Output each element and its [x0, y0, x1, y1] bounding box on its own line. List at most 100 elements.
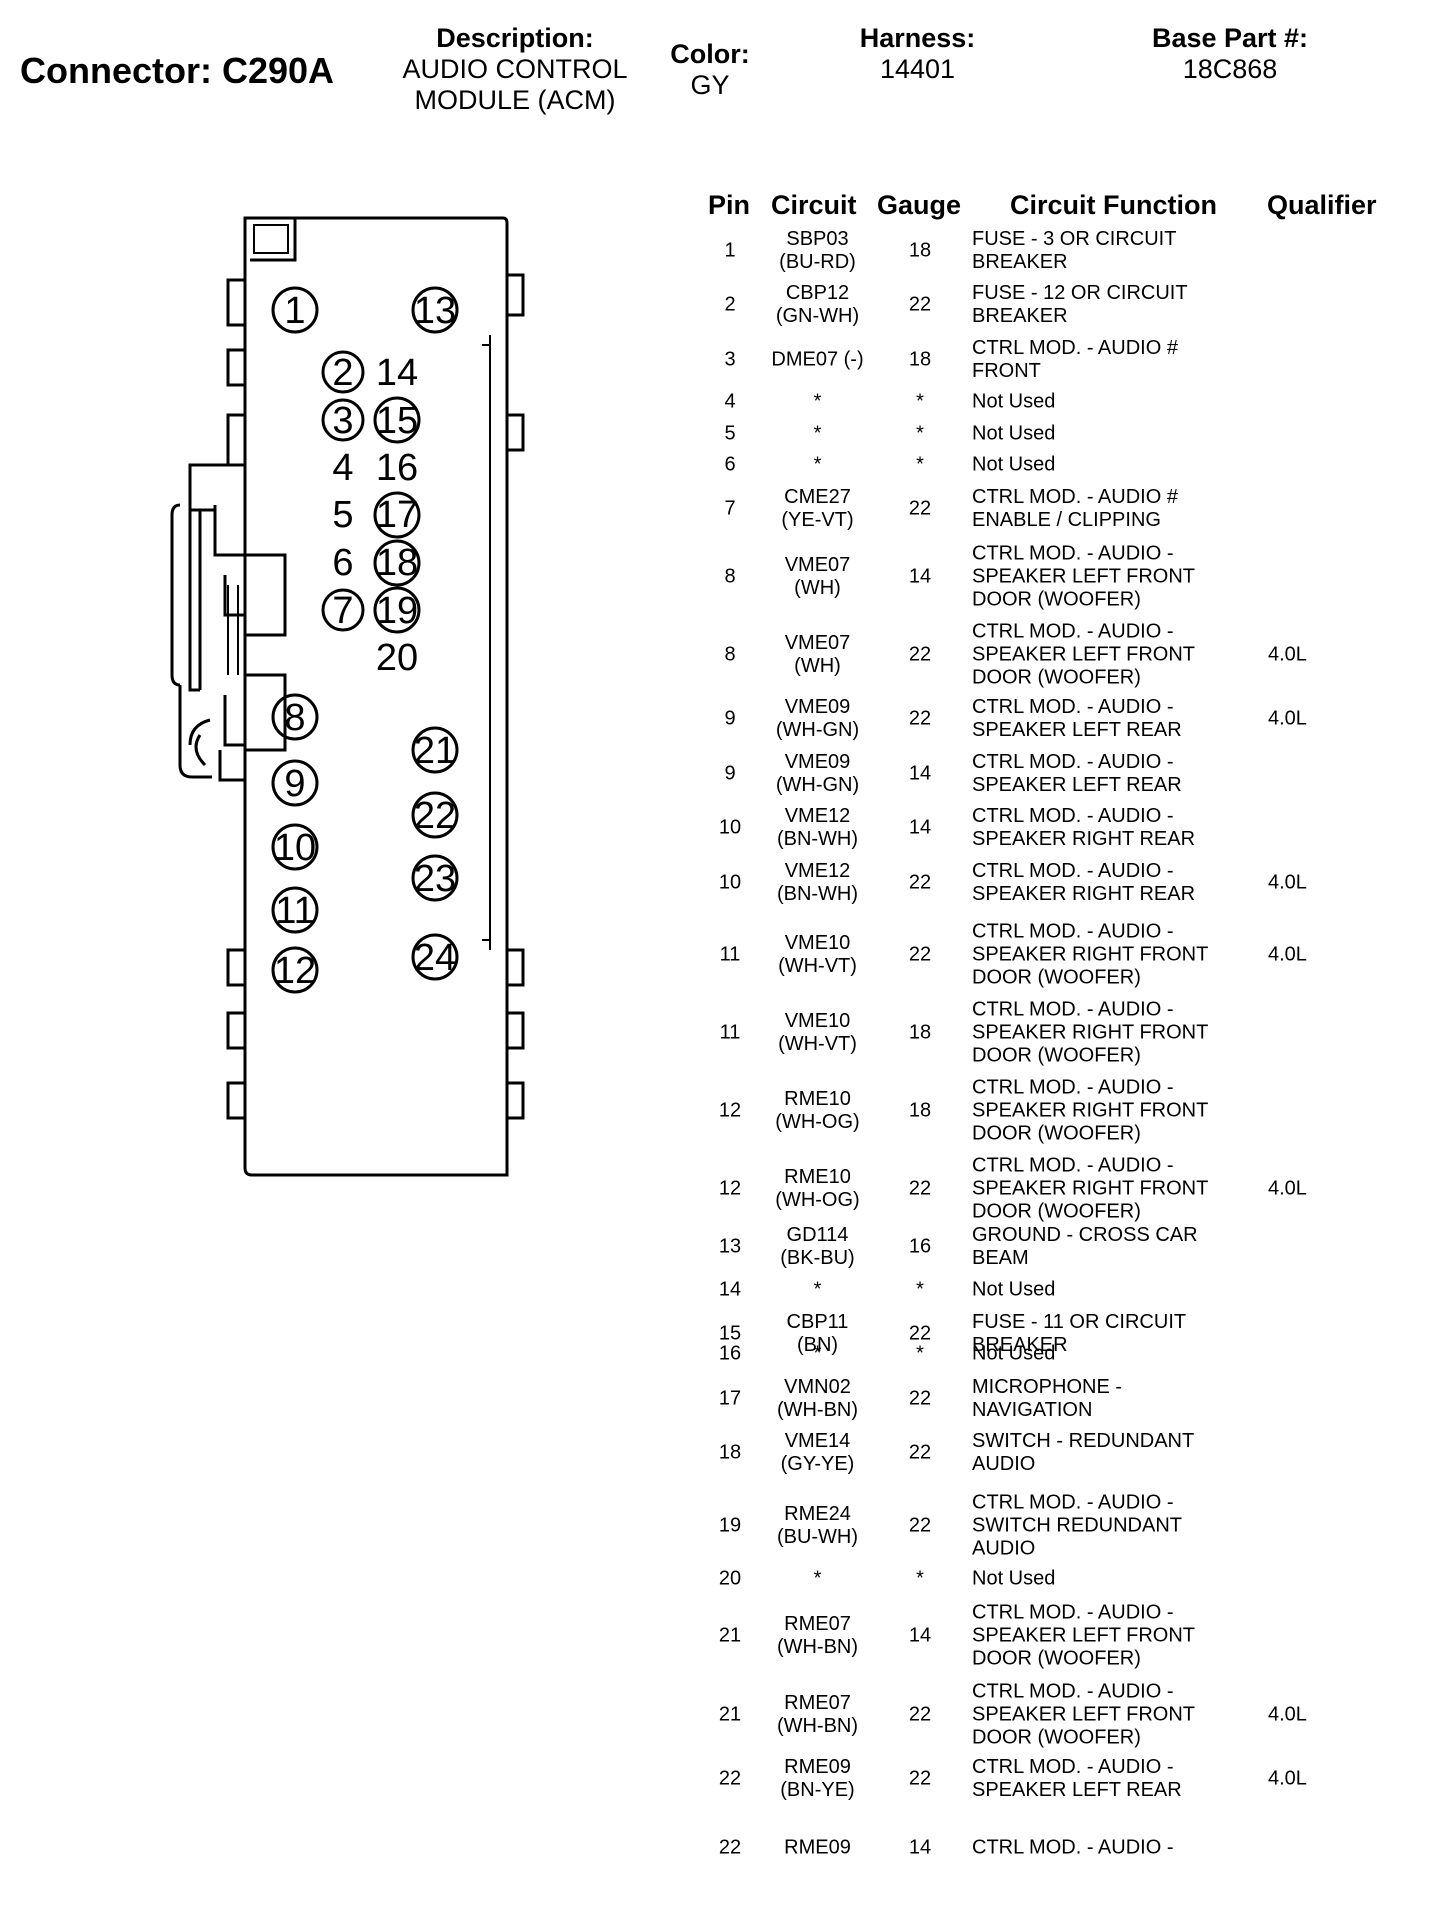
cell-circuit-line: VME09 [784, 751, 851, 773]
cell-circuit-line: * [813, 422, 822, 445]
cell-circuit: VME10(WH-VT) [755, 932, 880, 978]
cell-circuit-line: RME09 [784, 1836, 851, 1859]
cell-circuit-line: (WH-OG) [775, 1111, 860, 1133]
cell-qualifier: 4.0L [1268, 1767, 1307, 1790]
cell-circuit: SBP03(BU-RD) [755, 228, 880, 274]
pin-22: 22 [411, 791, 459, 839]
cell-circuit-function: MICROPHONE -NAVIGATION [972, 1376, 1247, 1422]
svg-text:13: 13 [414, 290, 456, 332]
cell-circuit-function-line: SWITCH REDUNDANT [972, 1514, 1182, 1537]
cell-circuit-line: (BN-YE) [780, 1779, 855, 1801]
cell-circuit-line: RME09 [784, 1756, 851, 1778]
cell-pin: 2 [724, 293, 736, 316]
cell-circuit: VME09(WH-GN) [755, 751, 880, 797]
cell-circuit-function-line: CTRL MOD. - AUDIO - [972, 920, 1174, 943]
cell-circuit-line: (BN-WH) [776, 883, 859, 905]
cell-circuit-function-line: SPEAKER RIGHT REAR [972, 883, 1196, 905]
cell-circuit-function-line: DOOR (WOOFER) [972, 1647, 1141, 1670]
cell-gauge: * [916, 1342, 924, 1365]
cell-circuit-function-line: DOOR (WOOFER) [972, 1044, 1141, 1067]
cell-circuit-line: * [813, 1278, 822, 1301]
pin-17: 17 [373, 491, 421, 539]
cell-circuit: RME24(BU-WH) [755, 1503, 880, 1549]
cell-circuit-line: (WH-GN) [775, 774, 860, 796]
cell-pin: 10 [718, 816, 742, 839]
cell-circuit-function-line: AUDIO [972, 1453, 1036, 1475]
cell-circuit-line: (BK-BU) [780, 1247, 855, 1269]
color-label: Color: [670, 39, 750, 69]
cell-circuit-line: * [813, 390, 822, 413]
cell-circuit: * [755, 454, 880, 477]
cell-gauge: 22 [908, 871, 932, 894]
cell-circuit-function: Not Used [972, 454, 1247, 477]
svg-text:20: 20 [376, 637, 418, 679]
pin-1: 1 [271, 286, 319, 334]
cell-circuit-function-line: SPEAKER RIGHT FRONT [972, 1177, 1209, 1200]
cell-gauge: 14 [908, 816, 932, 839]
cell-circuit-function-line: NAVIGATION [972, 1399, 1093, 1421]
cell-circuit-line: * [813, 453, 822, 476]
cell-gauge: 22 [908, 1514, 932, 1537]
svg-text:2: 2 [332, 352, 353, 394]
cell-circuit: RME10(WH-OG) [755, 1166, 880, 1212]
cell-circuit-function-line: DOOR (WOOFER) [972, 588, 1141, 611]
cell-gauge: 22 [908, 707, 932, 730]
cell-circuit-function-line: Not Used [972, 390, 1056, 413]
cell-circuit-function-line: CTRL MOD. - AUDIO - [972, 620, 1174, 643]
cell-pin: 16 [718, 1342, 742, 1365]
cell-circuit-line: VME10 [784, 932, 851, 954]
svg-text:1: 1 [284, 290, 305, 332]
cell-circuit-line: CBP12 [785, 282, 850, 304]
pin-15: 15 [373, 396, 421, 444]
cell-pin: 11 [719, 1021, 741, 1044]
cell-circuit-function-line: CTRL MOD. - AUDIO - [972, 805, 1174, 827]
cell-gauge: 18 [908, 348, 932, 371]
cell-circuit-function-line: FUSE - 11 OR CIRCUIT [972, 1311, 1187, 1333]
svg-text:3: 3 [332, 400, 353, 442]
cell-pin: 11 [719, 943, 741, 966]
cell-circuit-function-line: CTRL MOD. - AUDIO - [972, 1154, 1174, 1177]
table-row: 5**Not Used [0, 421, 1440, 447]
cell-pin: 9 [724, 707, 736, 730]
cell-pin: 12 [718, 1099, 742, 1122]
table-row: 4**Not Used [0, 389, 1440, 415]
cell-circuit-line: (WH-GN) [775, 719, 860, 741]
cell-gauge: 22 [908, 293, 932, 316]
cell-circuit-function-line: CTRL MOD. - AUDIO # [972, 337, 1178, 359]
cell-pin: 8 [724, 643, 736, 666]
cell-circuit: RME07(WH-BN) [755, 1613, 880, 1659]
cell-circuit: * [755, 1343, 880, 1366]
cell-pin: 13 [718, 1235, 742, 1258]
pin-12: 12 [271, 946, 319, 994]
cell-circuit-line: (BU-WH) [776, 1526, 859, 1548]
cell-circuit-function-line: SPEAKER LEFT FRONT [972, 643, 1196, 666]
cell-circuit-function-line: CTRL MOD. - AUDIO - [972, 1601, 1174, 1624]
cell-gauge: 18 [908, 239, 932, 262]
cell-pin: 8 [724, 565, 736, 588]
cell-circuit-function-line: SPEAKER LEFT REAR [972, 719, 1182, 741]
cell-circuit-line: (WH-BN) [776, 1715, 859, 1737]
cell-gauge: 18 [908, 1099, 932, 1122]
cell-circuit-function: Not Used [972, 1568, 1247, 1591]
cell-circuit-line: VME10 [784, 1010, 851, 1032]
cell-circuit-line: RME07 [784, 1613, 851, 1635]
cell-circuit: VME14(GY-YE) [755, 1430, 880, 1476]
cell-circuit-function-line: Not Used [972, 453, 1056, 476]
cell-pin: 22 [718, 1767, 742, 1790]
cell-circuit-function-line: SPEAKER RIGHT FRONT [972, 943, 1209, 966]
cell-circuit-function-line: FUSE - 12 OR CIRCUIT [972, 282, 1188, 304]
cell-circuit: VME07(WH) [755, 554, 880, 600]
cell-circuit-function-line: Not Used [972, 1278, 1056, 1301]
cell-pin: 17 [718, 1387, 742, 1410]
cell-circuit-line: (WH-BN) [776, 1399, 859, 1421]
cell-circuit: DME07 (-) [755, 349, 880, 372]
base-part-value: 18C868 [1182, 54, 1278, 84]
cell-circuit-line: CBP11 [786, 1311, 849, 1333]
pin-23: 23 [411, 854, 459, 902]
cell-gauge: 22 [908, 1703, 932, 1726]
